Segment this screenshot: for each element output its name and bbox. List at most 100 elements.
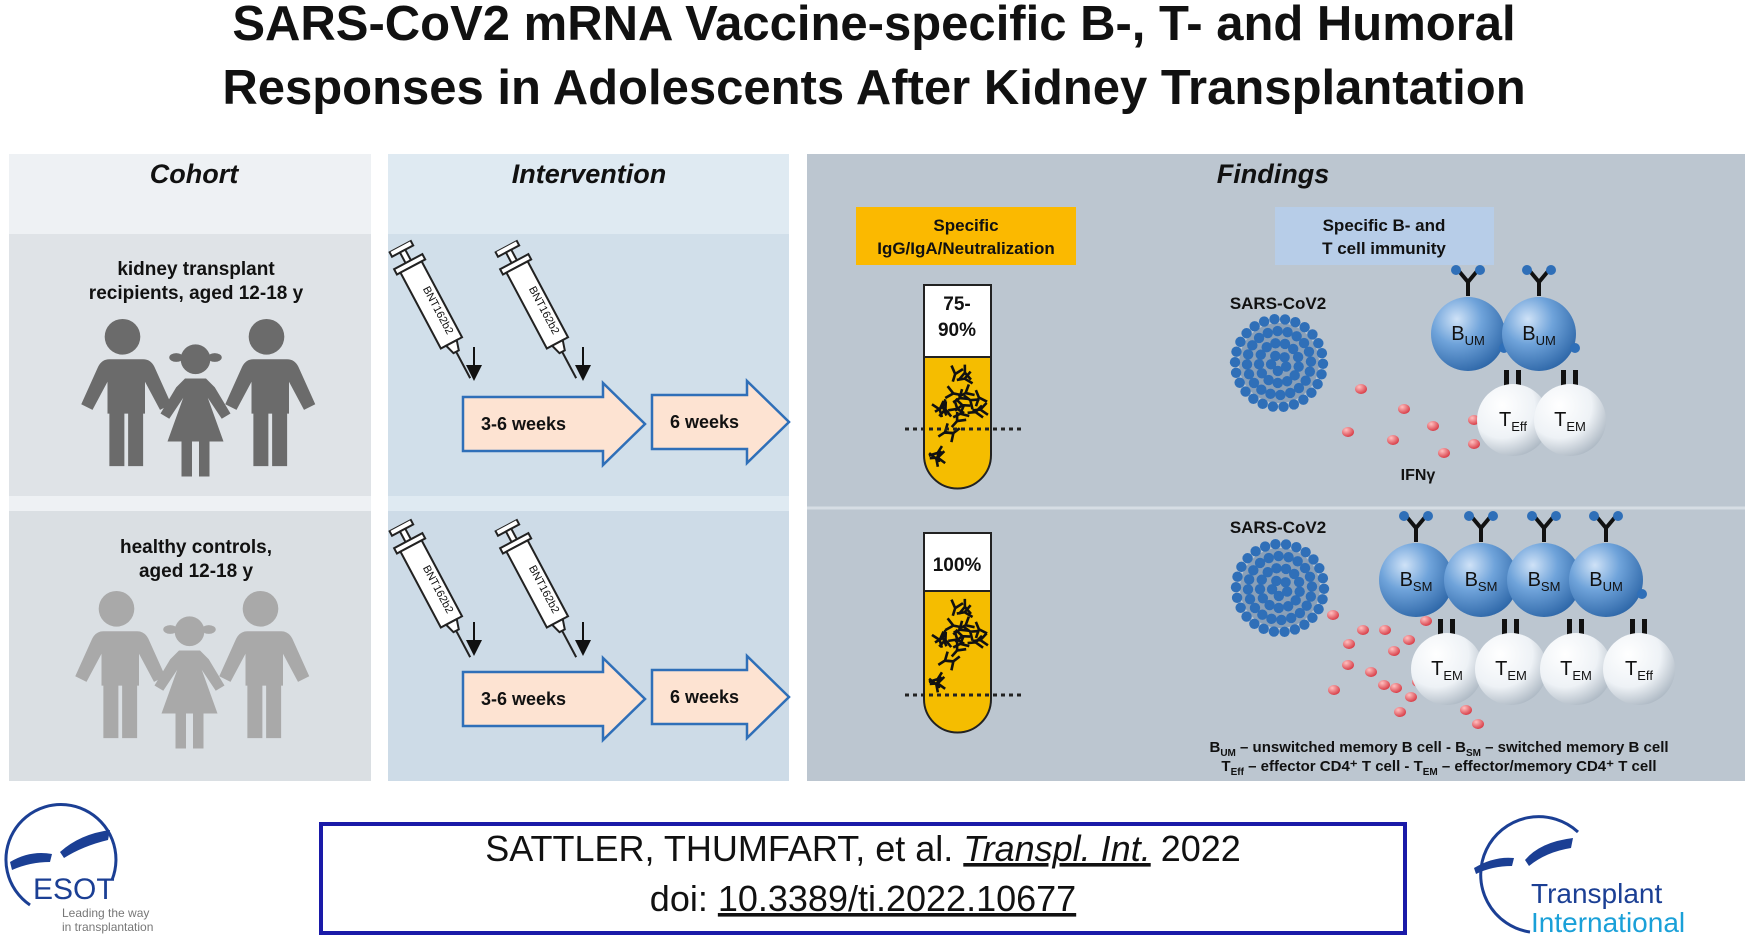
spike-protein bbox=[1300, 375, 1311, 386]
cohort-panel: Cohort kidney transplant recipients, age… bbox=[9, 154, 371, 781]
spike-protein bbox=[1270, 338, 1281, 349]
spike-protein bbox=[1241, 359, 1253, 370]
spike-protein bbox=[1273, 550, 1284, 562]
spike-protein bbox=[1279, 338, 1291, 350]
cell-type-label: BSM bbox=[1465, 569, 1498, 594]
spike-protein bbox=[1280, 539, 1292, 550]
ifn-gamma-molecule bbox=[1378, 680, 1390, 690]
spike-protein bbox=[1293, 576, 1305, 588]
spike-protein bbox=[1254, 557, 1266, 569]
ifn-gamma-molecule bbox=[1342, 427, 1354, 437]
spike-protein bbox=[1257, 609, 1268, 620]
antibody-icon bbox=[929, 675, 946, 690]
title-line-1: SARS-CoV2 mRNA Vaccine-specific B-, T- a… bbox=[232, 0, 1515, 51]
spike-protein bbox=[1299, 322, 1310, 333]
humoral-label-line1: Specific bbox=[933, 216, 998, 235]
antibody-icon bbox=[947, 399, 965, 415]
spike-protein bbox=[1317, 358, 1329, 369]
spike-protein bbox=[1312, 378, 1323, 390]
tube-value-line2: 90% bbox=[938, 320, 976, 341]
ifn-gamma-molecule bbox=[1327, 610, 1339, 620]
spike-protein bbox=[1304, 366, 1316, 377]
spike-protein bbox=[1262, 567, 1273, 578]
spike-protein bbox=[1299, 562, 1311, 574]
spike-protein bbox=[1301, 600, 1312, 611]
spike-protein bbox=[1281, 586, 1293, 597]
t-cell bbox=[1411, 633, 1483, 705]
ifn-gamma-molecule bbox=[1394, 707, 1406, 717]
spike-protein bbox=[1317, 573, 1329, 584]
spike-protein bbox=[1291, 331, 1302, 342]
b-cell bbox=[1431, 297, 1505, 371]
spike-protein bbox=[1289, 624, 1301, 635]
cohort-group-2-line2: aged 12-18 y bbox=[139, 561, 253, 582]
spike-protein bbox=[1234, 377, 1245, 388]
spike-protein bbox=[1257, 593, 1269, 604]
spike-protein bbox=[1273, 590, 1285, 602]
ifn-gamma-molecule bbox=[1342, 660, 1354, 670]
ifn-gamma-molecule bbox=[1403, 635, 1415, 645]
spike-protein bbox=[1286, 612, 1297, 624]
cell-legend: BUM – unswitched memory B cell - BSM – s… bbox=[1209, 739, 1668, 778]
timeline-arrow bbox=[461, 380, 647, 468]
spike-protein bbox=[1265, 388, 1276, 400]
spike-protein bbox=[1235, 336, 1246, 348]
spike-protein bbox=[1268, 626, 1280, 637]
spike-protein bbox=[1253, 358, 1265, 370]
tube-value-line1: 75- bbox=[943, 294, 970, 315]
spike-protein bbox=[1293, 382, 1305, 394]
spike-protein bbox=[1258, 623, 1269, 635]
spike-protein bbox=[1263, 552, 1274, 564]
spike-protein bbox=[1267, 401, 1279, 412]
b-cell bbox=[1569, 543, 1643, 617]
doi-text: doi: 10.3389/ti.2022.10677 bbox=[650, 878, 1076, 919]
spike-protein bbox=[1232, 571, 1243, 582]
t-cell bbox=[1475, 633, 1547, 705]
timeline-arrow bbox=[650, 653, 791, 741]
spike-protein bbox=[1282, 601, 1294, 612]
ifn-gamma-molecule bbox=[1379, 625, 1391, 635]
spike-protein bbox=[1298, 337, 1310, 349]
spike-protein bbox=[1255, 349, 1266, 360]
spike-protein bbox=[1256, 368, 1268, 379]
doi-link[interactable]: 10.3389/ti.2022.10677 bbox=[718, 878, 1076, 919]
spike-protein bbox=[1285, 387, 1296, 399]
ifn-gamma-molecule bbox=[1328, 685, 1340, 695]
spike-protein bbox=[1298, 394, 1309, 405]
humoral-label-line2: IgG/IgA/Neutralization bbox=[877, 239, 1055, 258]
spike-protein bbox=[1249, 602, 1261, 614]
spike-protein bbox=[1279, 352, 1290, 363]
esot-logo: ESOT Leading the way in transplantation bbox=[4, 803, 153, 934]
spike-protein bbox=[1313, 603, 1324, 615]
spike-protein bbox=[1307, 329, 1318, 340]
spike-protein bbox=[1230, 582, 1242, 593]
antibody-icon bbox=[956, 370, 974, 385]
spike-protein bbox=[1257, 398, 1268, 410]
cell-type-label: TEff bbox=[1499, 409, 1527, 434]
cohort-group-2-line1: healthy controls, bbox=[120, 537, 272, 558]
spike-protein bbox=[1307, 612, 1318, 623]
spike-protein bbox=[1249, 321, 1260, 332]
spike-protein bbox=[1306, 387, 1317, 398]
ifn-gamma-label: IFNγ bbox=[1401, 467, 1436, 484]
spike-protein bbox=[1272, 377, 1283, 389]
b-cell bbox=[1444, 543, 1518, 617]
spike-protein bbox=[1271, 563, 1282, 574]
findings-header: Findings bbox=[1217, 159, 1329, 189]
spike-protein bbox=[1253, 332, 1265, 344]
spike-protein bbox=[1278, 401, 1289, 412]
antibody-icon bbox=[950, 365, 964, 383]
virus-label: SARS-CoV2 bbox=[1230, 518, 1326, 537]
cellular-label-line2: T cell immunity bbox=[1322, 239, 1446, 258]
cellular-label-box bbox=[1275, 207, 1494, 265]
spike-protein bbox=[1294, 607, 1306, 619]
spike-protein bbox=[1248, 393, 1259, 404]
spike-protein bbox=[1279, 314, 1291, 325]
spike-protein bbox=[1256, 384, 1267, 395]
spike-protein bbox=[1242, 584, 1254, 595]
ifn-gamma-molecule bbox=[1460, 705, 1472, 715]
spike-protein bbox=[1291, 541, 1302, 553]
spike-protein bbox=[1272, 325, 1283, 337]
cell-type-label: BSM bbox=[1528, 569, 1561, 594]
timeline-arrow bbox=[650, 378, 791, 466]
